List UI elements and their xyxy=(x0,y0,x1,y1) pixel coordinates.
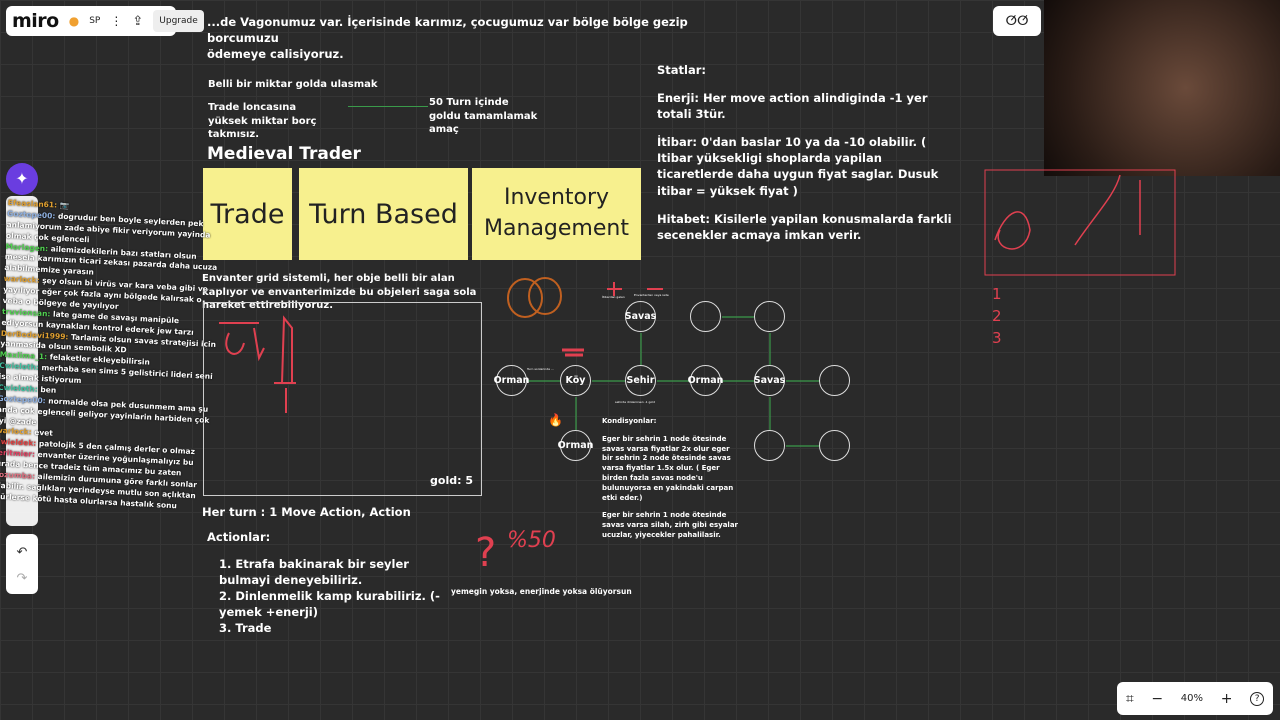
ai-sparkle-button[interactable]: ✦ xyxy=(6,163,38,195)
stat-energy: Enerji: Her move action alindiginda -1 y… xyxy=(657,91,928,122)
stream-chat-overlay: Efeaslan61: 📷Goztepe00: dogrudur ben boy… xyxy=(0,198,228,514)
fit-screen-icon[interactable]: ⌗ xyxy=(1125,690,1134,707)
chat-username: Cwieloth: xyxy=(0,360,40,372)
chat-text: evet xyxy=(31,427,54,439)
board-initials[interactable]: SP xyxy=(89,16,101,26)
stat-itibar: İtibar: 0'dan baslar 10 ya da -10 olabil… xyxy=(657,135,939,198)
top-toolbar: miro ● SP ⋮ ⇪ Upgrade xyxy=(6,6,204,36)
number: 1 xyxy=(992,285,1002,303)
sticky-inventory[interactable]: Inventory Management xyxy=(472,168,641,260)
sword-sketch xyxy=(219,315,296,413)
stat-hitabet: Hitabet: Kisilerle yapilan konusmalarda … xyxy=(657,211,952,242)
zoom-in-button[interactable]: + xyxy=(1220,690,1233,707)
condition-1: Eger bir sehrin 1 node ötesinde savas va… xyxy=(602,434,734,502)
question-sketch: ? xyxy=(475,530,497,576)
node-empty[interactable] xyxy=(690,301,721,332)
chat-username: Maxlima_1: xyxy=(0,350,48,362)
turn-goal-text[interactable]: 50 Turn içinde goldu tamamlamak amaç xyxy=(429,97,538,135)
chat-username: feritmier: xyxy=(0,447,36,459)
redo-icon[interactable]: ↷ xyxy=(16,571,28,586)
zoom-level[interactable]: 40% xyxy=(1180,693,1204,704)
debt-text[interactable]: Trade loncasına yüksek miktar borç takmı… xyxy=(208,102,317,140)
help-icon[interactable]: ? xyxy=(1250,691,1265,706)
node-empty[interactable] xyxy=(754,430,785,461)
node-savas-mid[interactable]: Savas xyxy=(754,365,785,396)
goal-text[interactable]: Belli bir miktar golda ulasmak xyxy=(208,79,378,90)
sticky-trade[interactable]: Trade xyxy=(203,168,292,260)
conditions-title: Kondisyonlar: xyxy=(602,417,657,425)
node-koy[interactable]: Köy xyxy=(560,365,591,396)
minus-label: Envanterden veya iade xyxy=(634,293,669,297)
chat-text: ben xyxy=(37,384,57,395)
webcam-overlay xyxy=(1044,0,1280,176)
chat-username: Morlagen: xyxy=(5,241,49,253)
intro-line1: ...de Vagonumuz var. İçerisinde karımız,… xyxy=(207,15,688,46)
chat-username: warlock: xyxy=(3,274,40,285)
stats-title: Statlar: xyxy=(657,63,707,77)
inventory-frame[interactable]: gold: 5 xyxy=(203,302,482,496)
node-orman-start[interactable]: Orman xyxy=(494,365,529,396)
location-pin-icon[interactable]: ● xyxy=(68,14,80,28)
miro-logo[interactable]: miro xyxy=(12,10,59,32)
action-item: 3. Trade xyxy=(219,621,272,636)
actions-title[interactable]: Actionlar: xyxy=(207,530,271,544)
connector xyxy=(348,106,428,107)
plus-label: İtibardan gelen xyxy=(602,295,625,299)
undo-redo-panel: ↶ ↷ xyxy=(6,534,38,594)
zoom-out-button[interactable]: − xyxy=(1151,690,1164,707)
left-toolbar[interactable] xyxy=(6,196,38,526)
top-right-logo[interactable]: ⵚⵚ xyxy=(993,6,1041,36)
chat-username: Goztepe00: xyxy=(6,208,56,221)
conditions-block[interactable]: Kondisyonlar: Eger bir sehrin 1 node öte… xyxy=(602,417,742,541)
sticky-turn-based[interactable]: Turn Based xyxy=(299,168,468,260)
turn-text[interactable]: Her turn : 1 Move Action, Action xyxy=(202,505,411,519)
node-empty[interactable] xyxy=(819,430,850,461)
chat-username: warlock: xyxy=(0,426,32,437)
more-options-icon[interactable]: ⋮ xyxy=(110,14,123,28)
share-icon[interactable]: ⇪ xyxy=(132,13,144,29)
number: 2 xyxy=(992,307,1002,325)
condition-2: Eger bir sehrin 1 node ötesinde savas va… xyxy=(602,511,738,539)
undo-icon[interactable]: ↶ xyxy=(16,545,28,560)
node-savas-top[interactable]: Savas xyxy=(625,301,656,332)
action-item: 1. Etrafa bakinarak bir seyler bulmayi d… xyxy=(219,557,409,588)
chat-username: truvionsan: xyxy=(1,306,51,319)
avatar-sticker: 🔥 xyxy=(548,413,563,427)
node-sehir[interactable]: Sehir xyxy=(625,365,656,396)
handwritten-numbers: 1 2 3 xyxy=(992,283,1002,349)
actions-list[interactable]: 1. Etrafa bakinarak bir seyler bulmayi d… xyxy=(219,556,449,636)
number: 3 xyxy=(992,329,1002,347)
chat-username: Cozumba: xyxy=(0,469,36,481)
node-orman-mid[interactable]: Orman xyxy=(688,365,723,396)
upgrade-button[interactable]: Upgrade xyxy=(153,10,204,32)
inventory-text[interactable]: Envanter grid sistemli, her obje belli b… xyxy=(202,273,477,311)
edge-label: sehirde dinlenirsen -1 gold xyxy=(615,400,656,404)
chat-username: Efeaslan61: xyxy=(7,198,58,210)
chat-text: 📷 xyxy=(56,200,70,211)
node-empty[interactable] xyxy=(819,365,850,396)
percent-sketch: %50 xyxy=(507,528,556,553)
node-empty[interactable] xyxy=(754,301,785,332)
board-title[interactable]: Medieval Trader xyxy=(207,144,361,164)
node-orman-bottom[interactable]: Orman xyxy=(558,430,593,461)
death-note[interactable]: yemegin yoksa, enerjinde yoksa ölüyorsun xyxy=(451,587,632,596)
chat-username: Goztepe00: xyxy=(0,393,46,405)
edge-label: Turn sonlarinda ... xyxy=(527,367,554,371)
intro-text[interactable]: ...de Vagonumuz var. İçerisinde karımız,… xyxy=(207,14,707,62)
intro-line2: ödemeye calisiyoruz. xyxy=(207,47,344,62)
chat-username: Cwieloth: xyxy=(0,382,39,394)
action-item: 2. Dinlenmelik kamp kurabiliriz. (-yemek… xyxy=(219,589,440,620)
gold-label: gold: 5 xyxy=(430,474,473,487)
stats-block[interactable]: Statlar: Enerji: Her move action alindig… xyxy=(657,62,957,243)
zoom-controls: ⌗ − 40% + ? xyxy=(1117,682,1273,715)
chat-username: Cwieldek: xyxy=(0,436,37,449)
